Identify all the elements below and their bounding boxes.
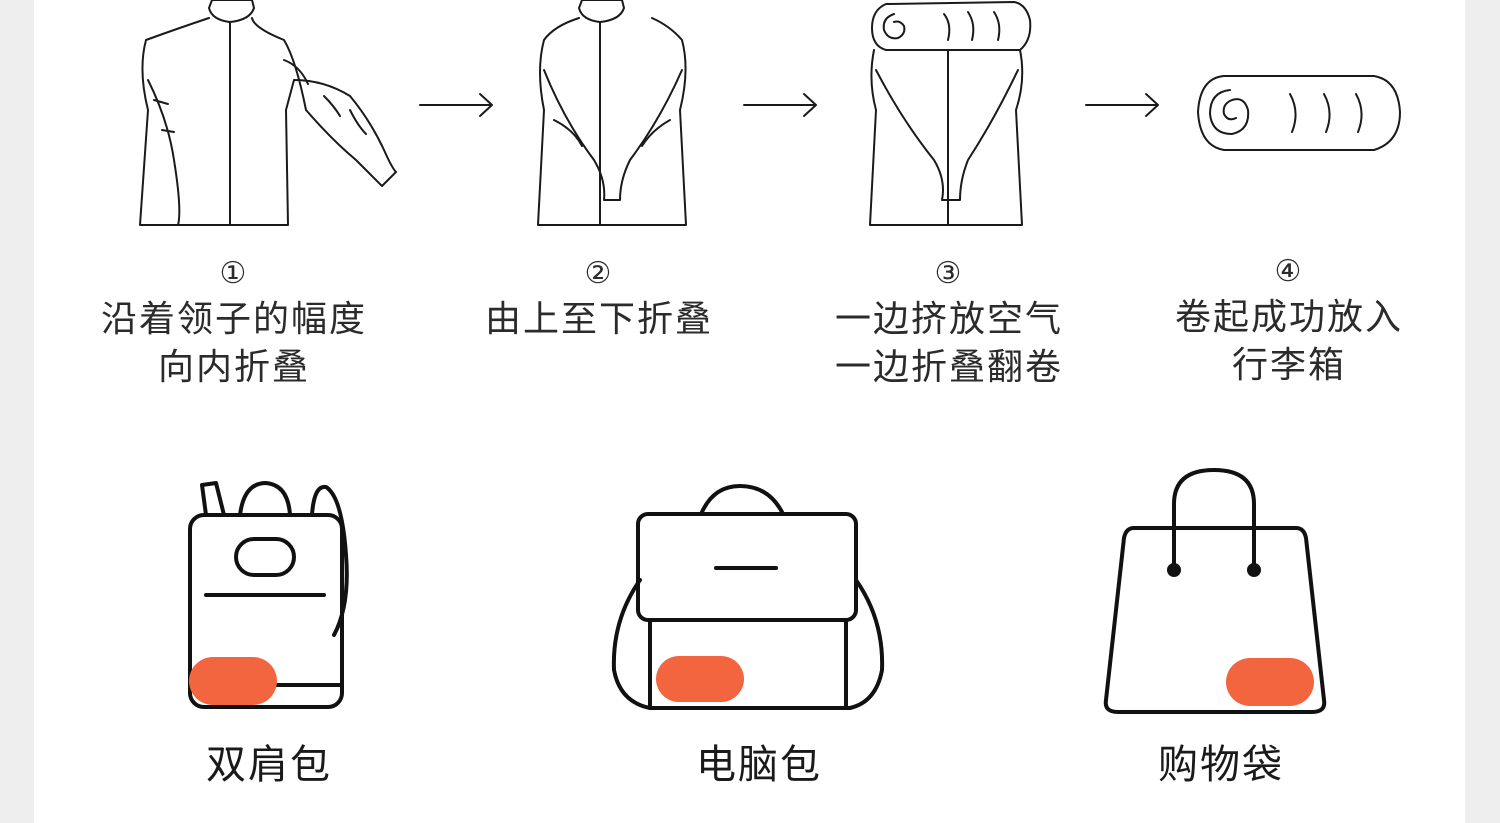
step-3-line2: 一边折叠翻卷 xyxy=(784,344,1114,392)
step-4-number: ④ xyxy=(1124,250,1454,294)
backpack-label: 双肩包 xyxy=(154,740,384,790)
rolled-jacket-icon xyxy=(1194,72,1404,156)
arrow-right-icon xyxy=(742,90,822,120)
step-3-number: ③ xyxy=(784,252,1114,296)
arrow-right-icon xyxy=(418,90,498,120)
step-1-line2: 向内折叠 xyxy=(54,344,414,392)
step-2-caption: ② 由上至下折叠 xyxy=(434,252,764,344)
arrow-right-icon xyxy=(1084,90,1164,120)
step-4-caption: ④ 卷起成功放入 行李箱 xyxy=(1124,250,1454,390)
backpack-icon xyxy=(184,475,364,715)
jacket-step1-icon xyxy=(134,0,434,235)
jacket-step3-icon xyxy=(864,0,1034,235)
step-2-line1: 由上至下折叠 xyxy=(434,296,764,344)
step-1-caption: ① 沿着领子的幅度 向内折叠 xyxy=(54,252,414,392)
step-3-caption: ③ 一边挤放空气 一边折叠翻卷 xyxy=(784,252,1114,392)
shopping-bag-icon xyxy=(1100,462,1330,722)
step-1-number: ① xyxy=(54,252,414,296)
step-4-line2: 行李箱 xyxy=(1124,342,1454,390)
laptop-bag-label: 电脑包 xyxy=(644,740,874,790)
laptop-bag-icon xyxy=(610,480,890,720)
jacket-step2-icon xyxy=(534,0,694,235)
step-2-number: ② xyxy=(434,252,764,296)
step-3-line1: 一边挤放空气 xyxy=(784,296,1114,344)
page-panel: ① 沿着领子的幅度 向内折叠 ② 由上至下折叠 ③ 一边挤放空气 一边折叠翻卷 … xyxy=(34,0,1465,823)
shopping-bag-label: 购物袋 xyxy=(1106,740,1336,790)
step-4-line1: 卷起成功放入 xyxy=(1124,294,1454,342)
step-1-line1: 沿着领子的幅度 xyxy=(54,296,414,344)
